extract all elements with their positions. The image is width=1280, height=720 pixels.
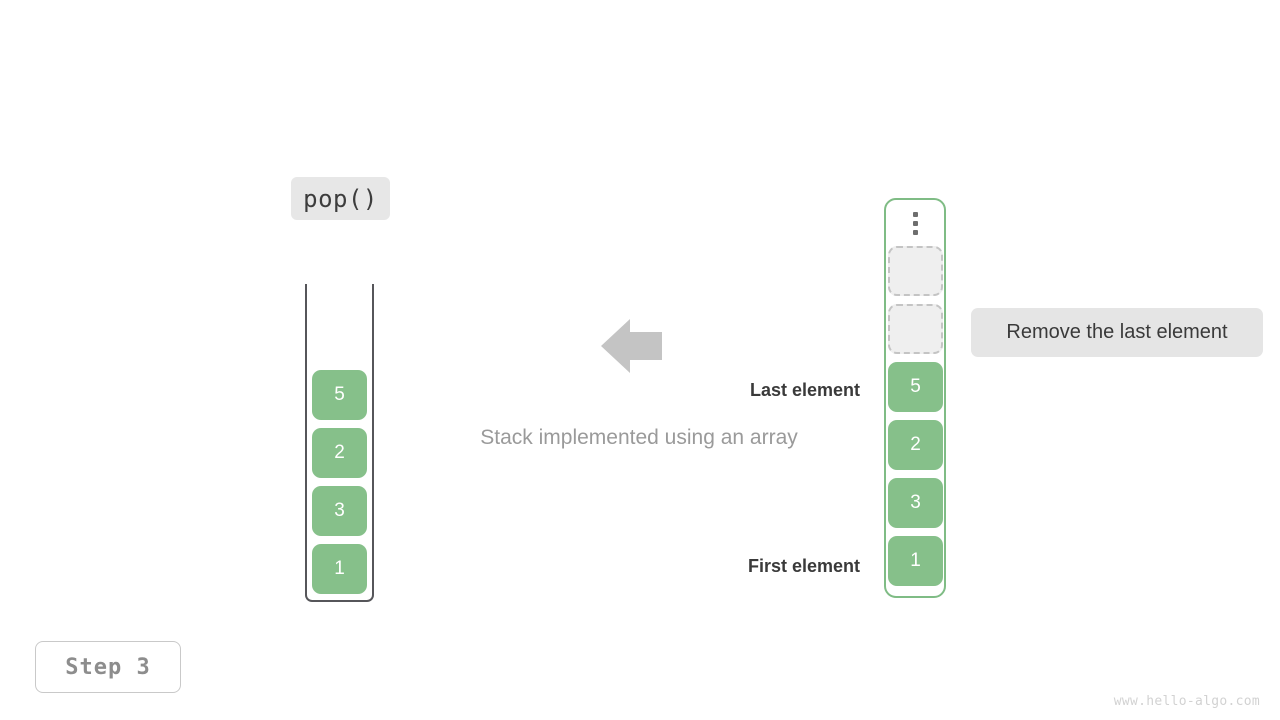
array-cell: 3	[888, 478, 943, 528]
annotation-bubble: Remove the last element	[971, 308, 1263, 357]
ellipsis-dot	[912, 229, 918, 235]
annotation-text: Remove the last element	[1006, 321, 1228, 343]
array-cell: 2	[888, 420, 943, 470]
array-cell-empty	[888, 246, 943, 296]
array-cell-value: 3	[910, 492, 921, 513]
stack-cell-value: 3	[334, 500, 345, 521]
array-cell-value: 1	[910, 550, 921, 571]
label-last-element-text: Last element	[749, 380, 860, 400]
stack-container-outline	[305, 284, 374, 602]
stack-visualization: 5 2 3 1	[305, 284, 374, 602]
stack-cells: 5 2 3 1	[312, 370, 367, 594]
arrow-left-icon	[601, 319, 662, 373]
label-first-element: First element	[748, 556, 860, 577]
stack-cell: 2	[312, 428, 367, 478]
watermark: www.hello-algo.com	[1114, 694, 1260, 709]
stack-cell: 3	[312, 486, 367, 536]
stack-cell-value: 5	[334, 384, 345, 405]
array-visualization: 5 2 3 1	[884, 198, 946, 598]
caption-text: Stack implemented using an array	[480, 426, 798, 449]
operation-label: pop()	[291, 177, 390, 220]
array-cell-value: 2	[910, 434, 921, 455]
step-badge: Step 3	[35, 641, 181, 693]
array-cell: 1	[888, 536, 943, 586]
stack-cell-value: 2	[334, 442, 345, 463]
array-cell: 5	[888, 362, 943, 412]
stack-cell: 1	[312, 544, 367, 594]
array-cell-value: 5	[910, 376, 921, 397]
step-badge-text: Step 3	[65, 654, 151, 680]
label-last-element: Last element	[750, 380, 860, 401]
stack-cell-value: 1	[334, 558, 345, 579]
watermark-text: www.hello-algo.com	[1113, 694, 1260, 709]
ellipsis-dot	[912, 220, 918, 226]
stack-cell: 5	[312, 370, 367, 420]
operation-label-text: pop()	[303, 184, 378, 213]
ellipsis-dot	[912, 211, 918, 217]
array-cell-empty	[888, 304, 943, 354]
vertical-ellipsis-icon	[886, 200, 944, 246]
array-cells: 5 2 3 1	[888, 246, 944, 586]
label-first-element-text: First element	[747, 556, 860, 576]
caption: Stack implemented using an array	[0, 426, 1280, 450]
